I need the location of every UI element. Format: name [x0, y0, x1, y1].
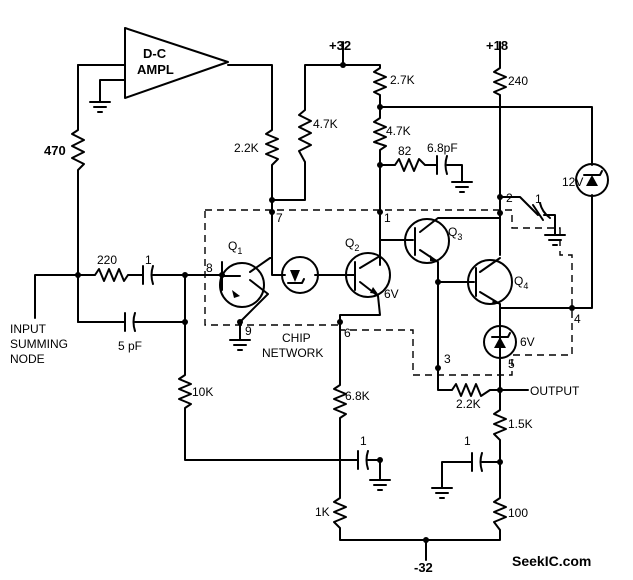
resistor-4-7k-left — [298, 109, 312, 163]
resistor-4-7k-right — [373, 117, 387, 151]
label-10k: 10K — [192, 385, 213, 399]
label-6-8pf: 6.8pF — [427, 141, 458, 155]
label-2-2k-out: 2.2K — [456, 397, 481, 411]
label-input: INPUT — [10, 322, 47, 336]
capacitor-right-bottom — [471, 452, 483, 472]
capacitors — [124, 155, 551, 472]
transistor-q3 — [404, 218, 450, 264]
label-node-4: 4 — [574, 312, 581, 326]
resistor-1k — [333, 497, 347, 529]
label-1-5k: 1.5K — [508, 417, 533, 431]
label-zener-6v: 6V — [520, 335, 535, 349]
capacitor-5pf — [124, 312, 136, 332]
label-470: 470 — [44, 143, 66, 158]
label-node-3: 3 — [444, 352, 451, 366]
capacitor-6-8pf — [436, 155, 448, 175]
label-node-9: 9 — [245, 324, 252, 338]
junction-dots — [75, 62, 575, 543]
chip-network-outline — [204, 209, 573, 376]
label-output: OUTPUT — [530, 384, 580, 398]
ground-left-cap — [369, 479, 391, 491]
resistor-240 — [493, 67, 507, 96]
ground-q1 — [229, 339, 251, 351]
label-q3: Q3 — [448, 225, 462, 242]
diode-chip — [281, 256, 319, 294]
label-q4: Q4 — [514, 274, 528, 291]
label-q2-6v: 6V — [384, 287, 399, 301]
resistor-1-5k — [493, 409, 507, 441]
label-12v: 12V — [562, 175, 583, 189]
label-chip: CHIP — [282, 331, 311, 345]
label-2-2k-top: 2.2K — [234, 141, 259, 155]
zener-12v — [575, 163, 609, 197]
resistor-220 — [94, 268, 129, 282]
label-node-6: 6 — [344, 326, 351, 340]
capacitor-left-bottom — [357, 450, 369, 470]
label-4-7k-b: 4.7K — [386, 124, 411, 138]
label-plus18: +18 — [486, 38, 508, 53]
dc-ampl-label-2: AMPL — [137, 62, 174, 77]
grounds — [229, 181, 566, 499]
transistor-q2 — [345, 252, 391, 298]
labels: +32 +18 -32 470 2.2K 4.7K 2.7K 4.7K 82 6… — [10, 38, 591, 575]
label-220: 220 — [97, 253, 117, 267]
label-node-2: 2 — [506, 191, 513, 205]
resistor-10k — [178, 374, 192, 409]
watermark: SeekIC.com — [512, 553, 591, 569]
resistor-2-7k — [373, 67, 387, 96]
label-c-right: 1 — [464, 434, 471, 448]
resistor-470 — [71, 129, 85, 171]
label-node-1: 1 — [384, 211, 391, 225]
label-node-8: 8 — [206, 261, 213, 275]
zener-6v — [483, 325, 517, 359]
transistors — [219, 218, 513, 308]
resistor-82 — [394, 158, 426, 172]
resistor-100 — [493, 497, 507, 531]
label-node-5: 5 — [508, 357, 515, 371]
label-plus32: +32 — [329, 38, 351, 53]
resistor-2-2k-out — [451, 383, 491, 397]
transistor-q4 — [467, 259, 513, 305]
ground-right-cap — [431, 487, 453, 499]
label-c-q4: 1 — [535, 192, 542, 206]
label-6-8k: 6.8K — [345, 389, 370, 403]
label-node: NODE — [10, 352, 45, 366]
diodes — [281, 163, 609, 359]
capacitor-input — [142, 265, 154, 285]
label-network: NETWORK — [262, 346, 323, 360]
label-minus32: -32 — [414, 560, 433, 575]
label-c-left: 1 — [360, 434, 367, 448]
label-summing: SUMMING — [10, 337, 68, 351]
label-240: 240 — [508, 74, 528, 88]
label-q1: Q1 — [228, 239, 242, 256]
resistor-2-2k-top — [265, 129, 279, 166]
label-node-7: 7 — [276, 211, 283, 225]
resistor-6-8k — [333, 384, 347, 419]
resistors — [71, 67, 507, 531]
label-5pf: 5 pF — [118, 339, 142, 353]
capacitor-q4 — [532, 202, 551, 221]
transistor-q1 — [219, 262, 265, 308]
label-100: 100 — [508, 506, 528, 520]
dc-ampl-label-1: D-C — [143, 46, 167, 61]
label-1k: 1K — [315, 505, 330, 519]
ground-q4-cap — [544, 234, 566, 246]
label-2-7k: 2.7K — [390, 73, 415, 87]
label-4-7k-a: 4.7K — [313, 117, 338, 131]
label-q2: Q2 — [345, 236, 359, 253]
label-c-input: 1 — [145, 253, 152, 267]
label-82: 82 — [398, 144, 412, 158]
ground-6-8pf — [451, 181, 473, 193]
dc-amplifier: D-C AMPL — [89, 27, 229, 113]
